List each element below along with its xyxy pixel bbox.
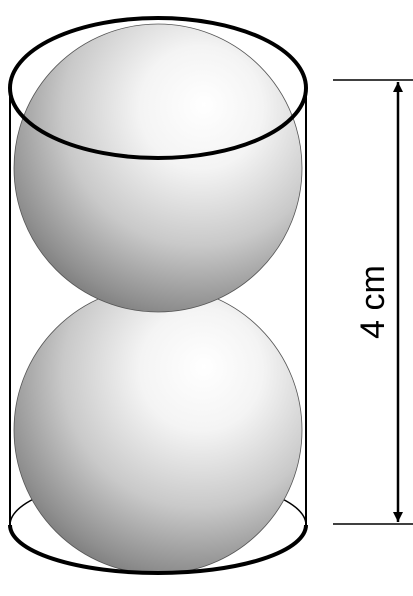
height-label: 4 cm bbox=[354, 265, 392, 339]
lower-sphere bbox=[13, 285, 303, 575]
upper-sphere bbox=[13, 23, 303, 313]
cylinder-bottom-front-arc bbox=[8, 524, 308, 575]
